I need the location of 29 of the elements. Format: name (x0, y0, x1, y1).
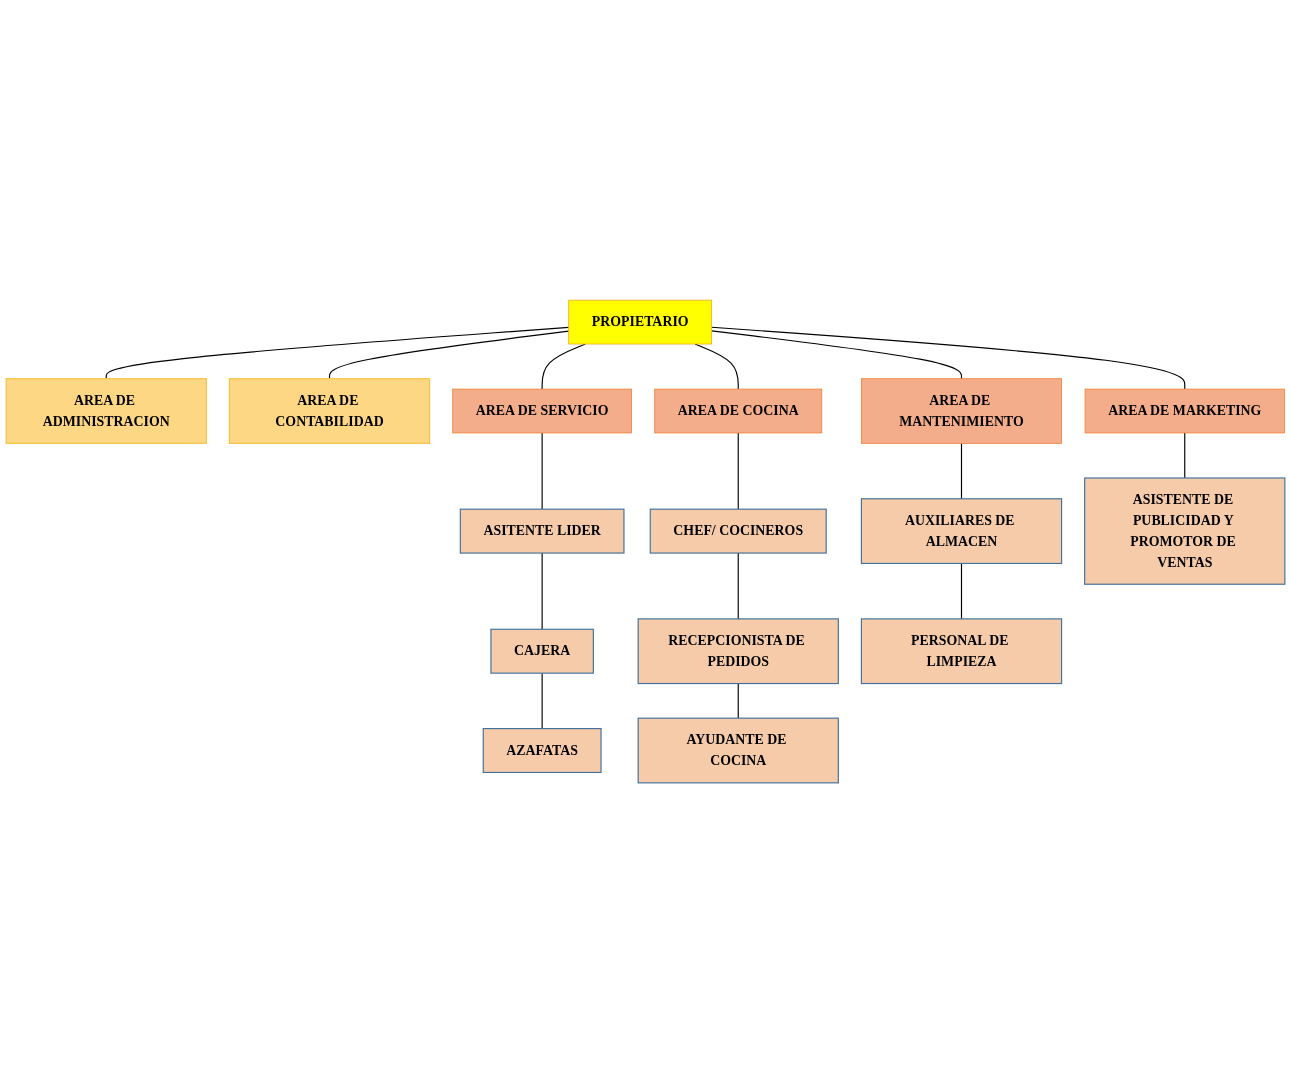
connector (737, 432, 739, 511)
node-box: AREA DE ADMINISTRACION (5, 378, 207, 445)
connector (960, 443, 963, 500)
connector (541, 673, 543, 730)
connector (960, 563, 963, 620)
connector (737, 683, 739, 720)
node-box: ASITENTE LIDER (459, 509, 625, 555)
node-box: PERSONAL DE LIMPIEZA (860, 618, 1063, 685)
connector (711, 330, 963, 380)
node-box: AREA DE MARKETING (1084, 389, 1285, 434)
node-box: AREA DE CONTABILIDAD (228, 378, 431, 445)
node-box: AYUDANTE DE COCINA (637, 718, 839, 784)
node-box: AREA DE MANTENIMIENTO (861, 378, 1062, 445)
node-box: AREA DE COCINA (654, 389, 823, 434)
node-box: AZAFATAS (482, 728, 602, 774)
connector (328, 331, 570, 380)
node-box: ASISTENTE DE PUBLICIDAD Y PROMOTOR DE VENTAS (1084, 477, 1286, 586)
connector (1184, 432, 1186, 480)
connector (737, 552, 739, 620)
node-box: CAJERA (490, 629, 594, 675)
connector (711, 327, 1186, 391)
node-box: AREA DE SERVICIO (452, 389, 632, 434)
node-box: CHEF/ COCINEROS (649, 509, 827, 555)
node-box: PROPIETARIO (568, 300, 713, 345)
node-box: AUXILIARES DE ALMACEN (860, 498, 1063, 565)
node-box: RECEPCIONISTA DE PEDIDOS (637, 618, 839, 685)
connector (105, 327, 570, 380)
connector (541, 432, 543, 511)
connector (541, 552, 543, 631)
